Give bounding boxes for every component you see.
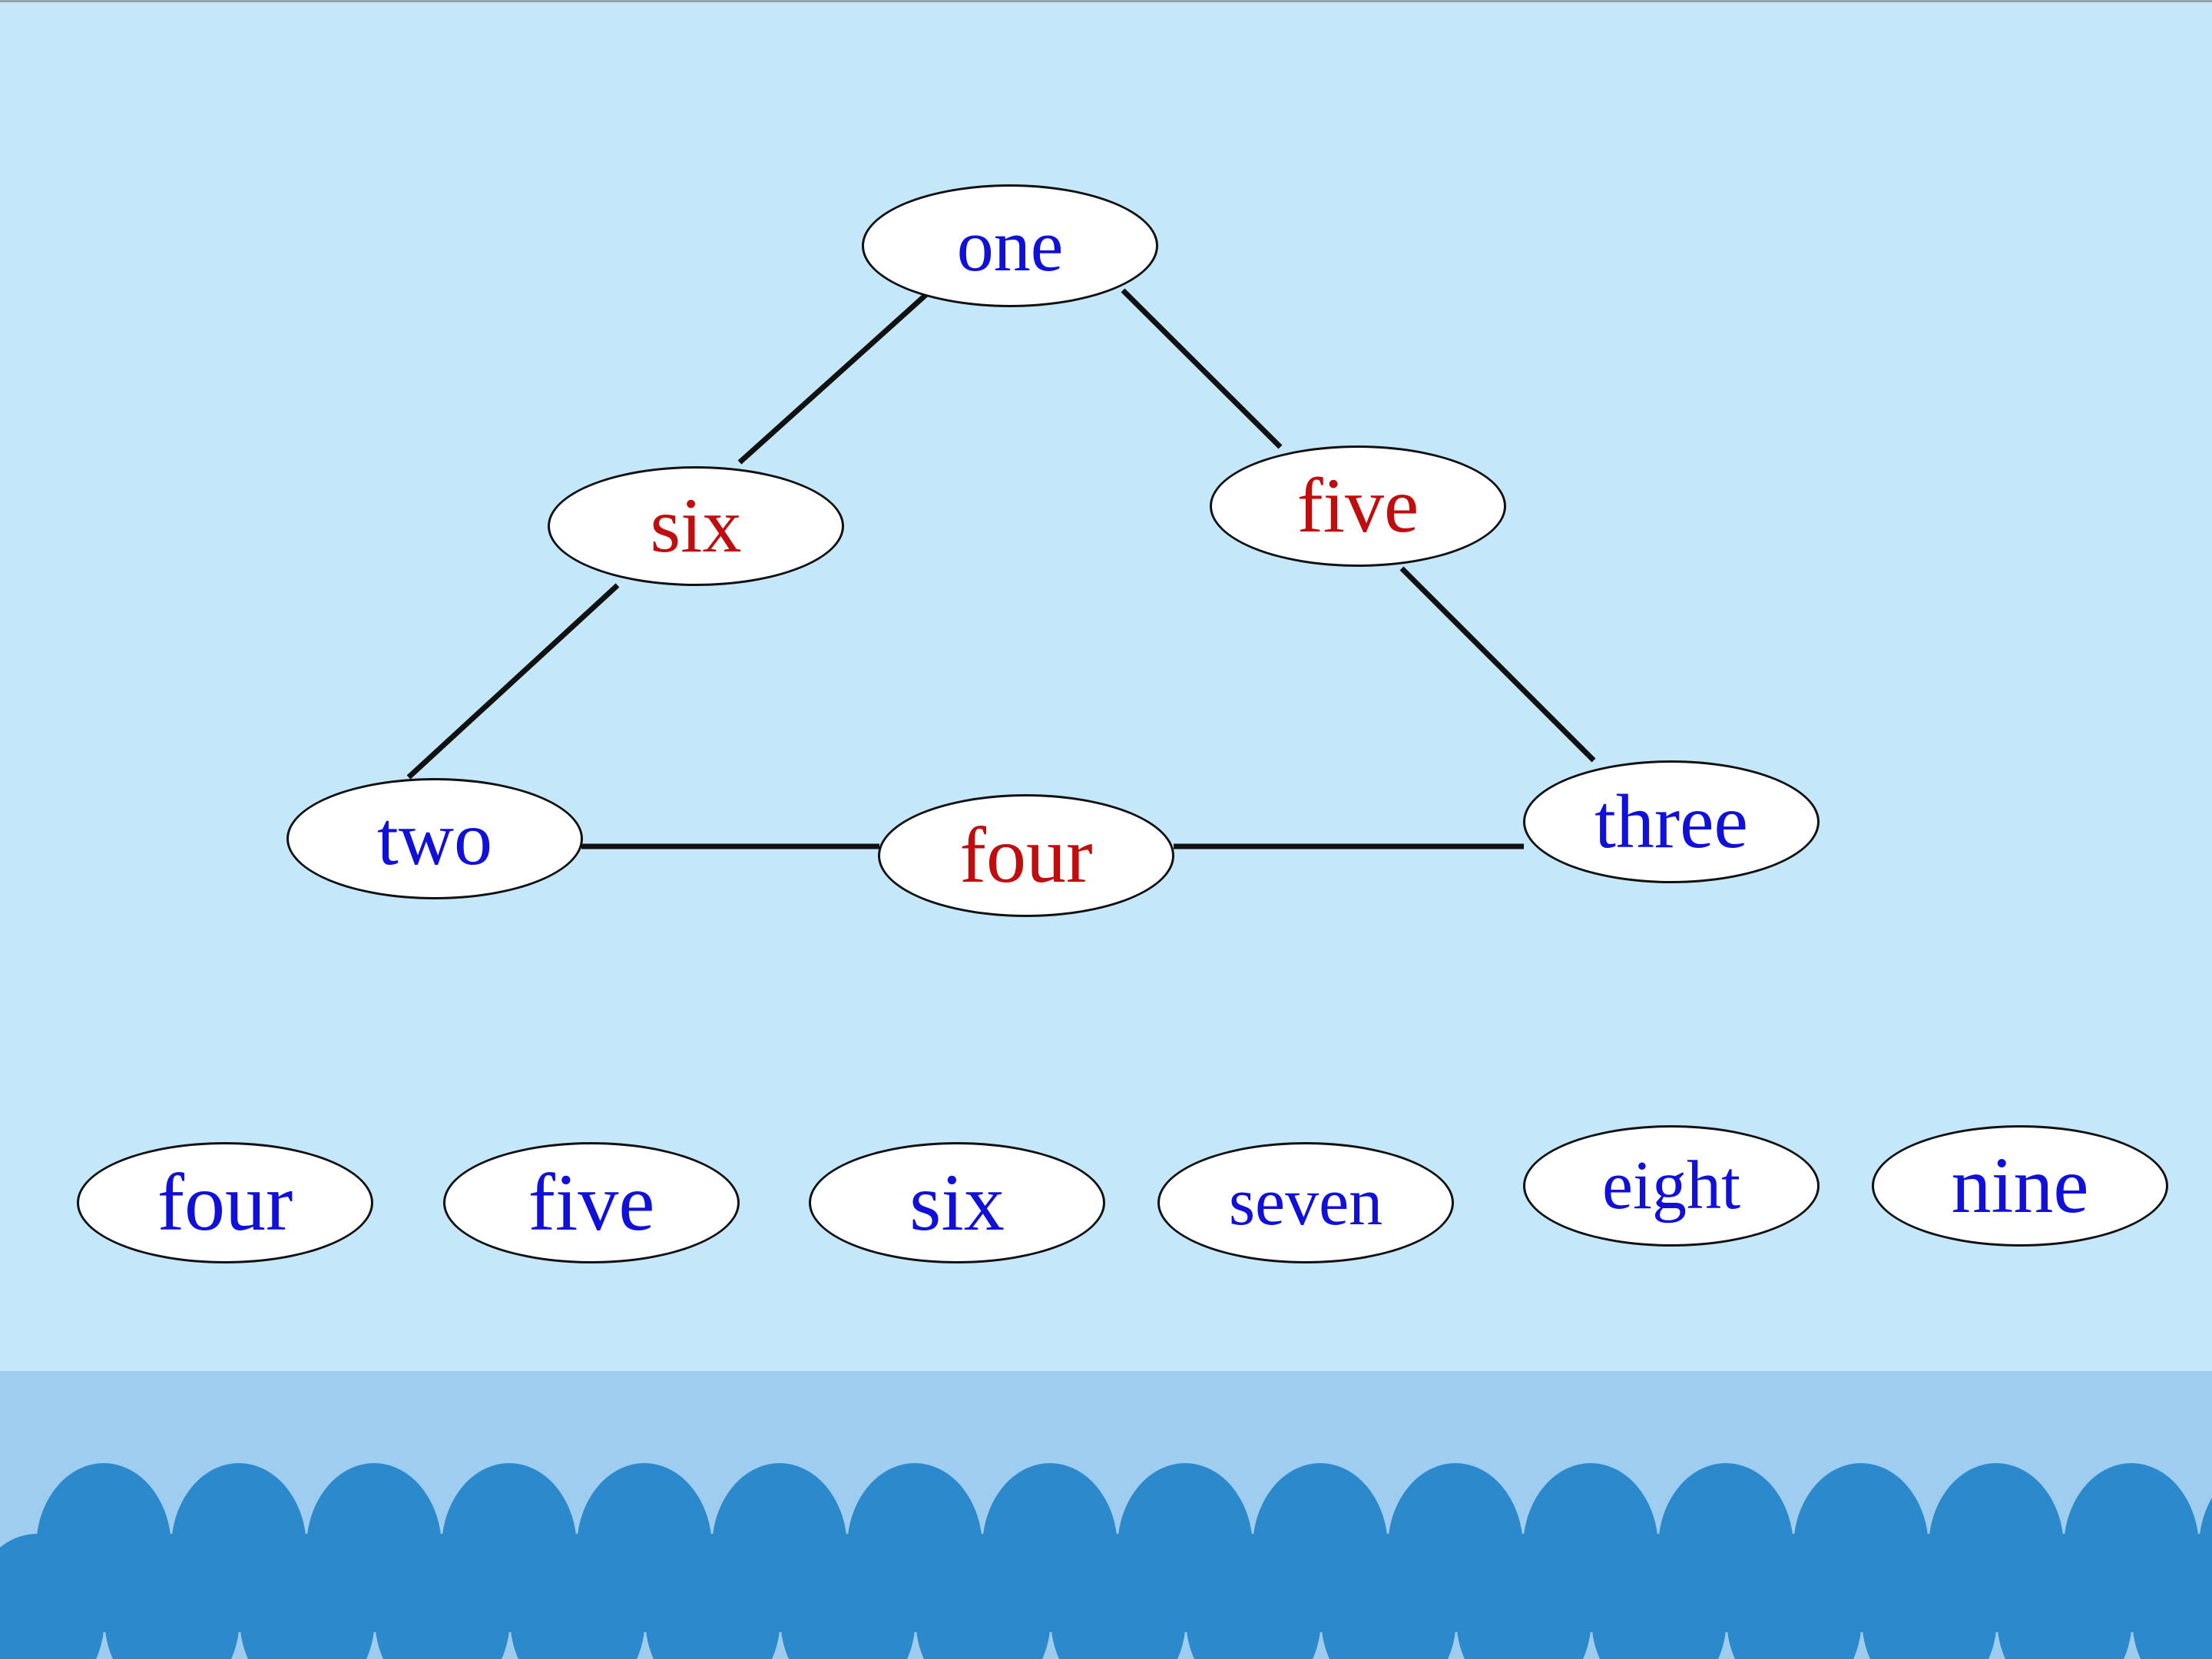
scallop — [1456, 1534, 1591, 1659]
word-bank-six[interactable]: six — [809, 1142, 1105, 1263]
node-five[interactable]: five — [1210, 445, 1506, 567]
scallop — [510, 1534, 645, 1659]
scallop — [240, 1534, 375, 1659]
node-one[interactable]: one — [862, 184, 1158, 307]
node-six-label: six — [650, 482, 742, 569]
scallop — [780, 1534, 916, 1659]
line-six-two — [406, 583, 620, 780]
word-bank-six-label: six — [909, 1157, 1005, 1247]
node-two-label: two — [377, 796, 492, 881]
node-six[interactable]: six — [548, 466, 844, 586]
node-one-label: one — [956, 204, 1064, 286]
word-bank-five-label: five — [528, 1157, 655, 1247]
line-five-three — [1399, 566, 1596, 763]
word-bank-eight-label: eight — [1602, 1147, 1740, 1224]
word-bank-nine[interactable]: nine — [1872, 1125, 2168, 1247]
word-bank-four[interactable]: four — [77, 1142, 373, 1263]
node-three-label: three — [1594, 779, 1748, 864]
scallop — [375, 1534, 510, 1659]
word-bank-four-label: four — [157, 1157, 293, 1247]
word-bank-seven-label: seven — [1228, 1165, 1383, 1240]
line-one-six — [737, 288, 933, 465]
scallop — [1862, 1534, 1997, 1659]
node-five-label: five — [1296, 462, 1419, 549]
scallop — [104, 1534, 240, 1659]
node-three[interactable]: three — [1523, 760, 1820, 883]
scallop — [1997, 1534, 2132, 1659]
top-border — [0, 0, 2212, 2]
scallop — [1321, 1534, 1456, 1659]
scallop — [1051, 1534, 1186, 1659]
scallop — [0, 1534, 104, 1659]
scallop — [645, 1534, 780, 1659]
node-two[interactable]: two — [286, 778, 583, 899]
scallop — [916, 1534, 1051, 1659]
node-four-label: four — [959, 811, 1093, 899]
wave-scallops — [0, 1463, 2212, 1659]
word-bank-five[interactable]: five — [443, 1142, 740, 1263]
line-one-five — [1121, 288, 1283, 449]
node-four[interactable]: four — [878, 794, 1174, 917]
word-bank-eight[interactable]: eight — [1523, 1125, 1820, 1247]
connector-lines — [406, 288, 1596, 849]
scallop — [1727, 1534, 1862, 1659]
scallop — [2132, 1534, 2212, 1659]
scallop — [1591, 1534, 1727, 1659]
scallop — [1186, 1534, 1321, 1659]
word-bank-seven[interactable]: seven — [1157, 1142, 1454, 1263]
word-bank-nine-label: nine — [1951, 1141, 2089, 1230]
